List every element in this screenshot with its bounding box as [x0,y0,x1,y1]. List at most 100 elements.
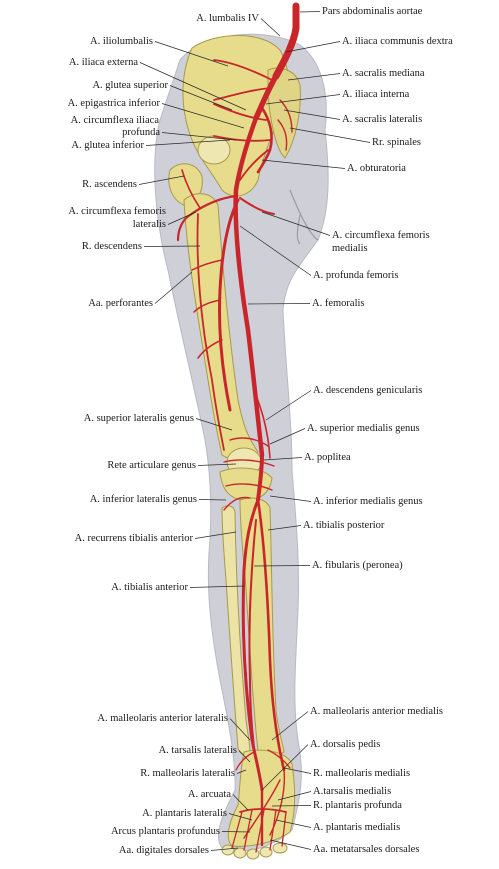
label-tarsalis-lateralis: A. tarsalis lateralis [158,745,237,756]
leader-fibularis [253,565,311,567]
metatarsal-branches [231,809,287,853]
leader-profunda-femoris [239,225,312,276]
leader-tibialis-anterior [189,585,245,588]
malleolar-branches [235,749,291,771]
tibialis-posterior [256,498,286,772]
leader-r-plantaris-profunda [271,805,312,807]
leader-pars-abdominalis [299,11,321,13]
label-tarsalis-medialis: A.tarsalis medialis [313,786,392,797]
label-circ-fem-lat-2: lateralis [132,219,166,230]
leader-malleolaris-ant-lat [229,718,251,741]
leader-glutea-superior [169,85,233,111]
label-perforantes: Aa. perforantes [88,298,153,309]
label-glutea-superior: A. glutea superior [92,80,168,91]
arcuata [239,808,287,813]
label-digitales-dorsales: Aa. digitales dorsales [118,845,209,856]
label-sup-med-genus: A. superior medialis genus [307,423,420,434]
label-metatarsales-dorsales: Aa. metatarsales dorsales [313,844,420,855]
fibularis [248,519,257,749]
label-rete-articulare: Rete articulare genus [107,460,196,471]
label-plantaris-medialis: A. plantaris medialis [313,822,401,833]
label-pars-abdominalis: Pars abdominalis aortae [322,6,423,17]
label-r-plantaris-profunda: R. plantaris profunda [313,800,402,811]
leader-rr-spinales [289,127,371,143]
label-circumflexa-iliaca-2: profunda [122,127,160,138]
leader-inf-lat-genus [198,499,227,501]
leader-tarsalis-medialis [277,791,312,801]
label-sup-lat-genus: A. superior lateralis genus [83,413,194,424]
label-malleolaris-ant-lat: A. malleolaris anterior lateralis [97,713,228,724]
label-plantaris-lateralis: A. plantaris lateralis [142,808,227,819]
leader-rete-articulare [197,463,237,466]
iliac-communis [253,73,279,121]
leader-lines [138,11,371,851]
leader-lumbalis-iv [260,18,281,37]
leader-sacralis-lateralis [283,109,341,120]
leader-plantaris-medialis [275,819,312,828]
label-iliaca-interna: A. iliaca interna [342,89,410,100]
leader-arcus-plantaris [221,831,251,833]
label-circ-fem-lat-1: A. circumflexa femoris [68,206,166,217]
descendens-genicularis [253,389,271,459]
aorta [272,2,300,80]
glutea-branches [213,103,271,181]
iliolumbalis-branch [213,59,273,101]
label-sacralis-mediana: A. sacralis mediana [342,68,425,79]
leader-obturatoria [261,159,346,169]
label-inf-lat-genus: A. inferior lateralis genus [89,494,197,505]
leader-r-descendens [143,245,201,247]
leader-perforantes [154,271,193,304]
trunk-outline [289,189,319,245]
leader-dorsalis-pedis [261,744,309,791]
r-ascendens [181,169,201,209]
label-tibialis-posterior: A. tibialis posterior [303,520,385,531]
label-iliaca-communis: A. iliaca communis dextra [342,36,453,47]
plantar-branches [243,769,286,839]
label-descendens-genicularis: A. descendens genicularis [313,385,423,396]
label-iliolumbalis: A. iliolumbalis [90,36,153,47]
leader-sacralis-mediana [287,73,341,81]
leader-circumflexa-iliaca-2 [161,132,237,141]
label-arcuata: A. arcuata [187,789,231,800]
label-rr-spinales: Rr. spinales [372,137,421,148]
label-dorsalis-pedis: A. dorsalis pedis [310,739,381,750]
leader-iliolumbalis [154,41,229,67]
leader-circ-fem-med-1 [261,211,331,236]
leader-plantaris-lateralis [228,813,253,821]
leader-malleolaris-ant-med [271,711,309,741]
iliaca-interna [256,106,273,174]
leader-recurrens-tibialis [194,531,237,539]
genicular-network [223,437,275,511]
toe-bones [221,842,288,860]
leader-digitales-dorsales [210,847,239,851]
label-recurrens-tibialis: A. recurrens tibialis anterior [74,533,193,544]
label-malleolaris-ant-med: A. malleolaris anterior medialis [310,706,443,717]
leader-circ-fem-lat-2 [167,211,197,225]
leader-femoralis [247,303,311,305]
sacrum-bone [267,67,301,159]
label-r-malleolaris-med: R. malleolaris medialis [313,768,411,779]
label-arcus-plantaris: Arcus plantaris profundus [110,826,220,837]
label-epigastrica-inferior: A. epigastrica inferior [67,98,160,109]
perforantes [191,259,223,359]
leader-tibialis-posterior [267,525,302,531]
label-circumflexa-iliaca-1: A. circumflexa iliaca [70,115,159,126]
leader-r-malleolaris-med [283,767,312,774]
label-r-ascendens: R. ascendens [82,179,137,190]
leader-epigastrica-inferior [161,103,245,129]
label-glutea-inferior: A. glutea inferior [71,140,144,151]
leader-sup-lat-genus [195,418,233,431]
label-iliaca-externa: A. iliaca externa [68,57,138,68]
leader-arcuata [232,794,249,811]
leader-metatarsales-dorsales [269,839,312,850]
label-profunda-femoris: A. profunda femoris [313,270,399,281]
leader-tarsalis-lateralis [238,750,251,763]
label-femoralis: A. femoralis [312,298,365,309]
label-lumbalis-iv: A. lumbalis IV [196,13,259,24]
label-inf-med-genus: A. inferior medialis genus [313,496,423,507]
tibialis-anterior [241,498,264,792]
leader-iliaca-communis [285,41,341,53]
label-fibularis: A. fibularis (peronea) [312,560,403,571]
